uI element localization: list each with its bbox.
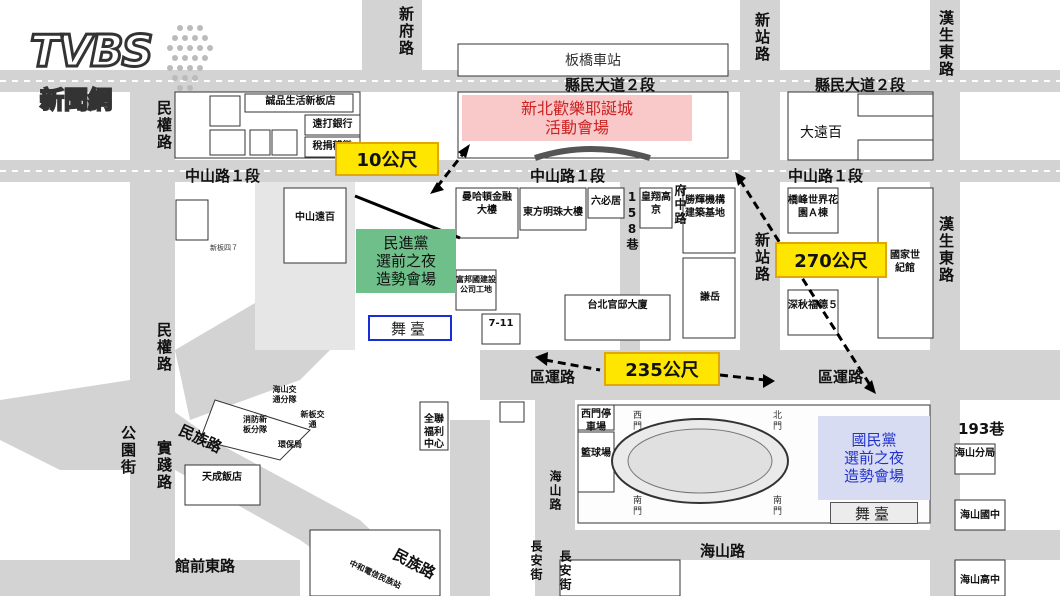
venue-christmas-city: 新北歡樂耶誕城 活動會場 [462, 95, 692, 141]
building-yuanbai: 大遠百 [800, 125, 842, 141]
gate-west: 西門 [631, 410, 641, 432]
building-tinghou: 環保局 [278, 440, 302, 449]
venue-kmt-rally: 國民黨 選前之夜 造勢會場 [818, 416, 930, 500]
road-shijian: 實踐路 [155, 440, 173, 491]
road-xiangan: 長安街 [529, 540, 543, 582]
road-xinzhan-top: 新站路 [753, 12, 771, 63]
building-chengpin: 誠品生活新板店 [265, 96, 336, 107]
building-xiyuan: 西門停車場 [581, 409, 611, 433]
gate-north: 北門 [771, 410, 781, 432]
road-guanqian: 館前東路 [175, 557, 236, 575]
building-liubi: 六必居 [591, 196, 621, 207]
road-xinfu: 新府路 [397, 6, 415, 57]
building-shenghui: 勝輝機構建築基地 [685, 195, 725, 219]
road-quyun-right: 區運路 [818, 368, 864, 386]
road-minquan-top: 民權路 [155, 100, 173, 151]
building-tiancheng: 天成飯店 [202, 472, 242, 483]
road-lines [0, 80, 1060, 172]
building-dongfang: 東方明珠大樓 [523, 207, 583, 218]
stadium-field [627, 428, 773, 494]
road-haishan: 海山路 [700, 542, 746, 560]
station-arc [534, 146, 651, 161]
road-haishan-vertical: 海山路 [548, 470, 562, 512]
road-hansheng-mid: 漢生東路 [937, 216, 955, 284]
building-haishan-hs: 海山高中 [960, 575, 1000, 586]
building-shenqiu: 深秋福德５ [788, 300, 838, 311]
distance-235m: 235公尺 [604, 352, 720, 386]
road-xinban: 新板四７ [210, 244, 238, 252]
venue-dpp-rally: 民進黨 選前之夜 造勢會場 [356, 229, 456, 293]
road-xianmin-right: 縣民大道２段 [815, 76, 906, 94]
building-haishan-team: 海山交通分隊 [272, 385, 297, 404]
road-yuanfu: 府中路 [673, 184, 687, 226]
distance-270m: 270公尺 [775, 242, 887, 278]
tvbs-logo: TVBS 新聞網 [28, 18, 220, 118]
gate-southgate: 南門 [771, 495, 781, 517]
road-zhongshan-right: 中山路１段 [788, 167, 864, 185]
building-dajianzhu: 富邦國建設公司工地 [456, 275, 496, 294]
logo-graphic [167, 25, 213, 91]
distance-arrows [435, 149, 872, 386]
road-xianmin-top: 縣民大道２段 [565, 76, 656, 94]
road-hansheng-top: 漢生東路 [937, 10, 955, 78]
building-fuli: 全聯福利中心 [424, 414, 444, 450]
building-xiaofang: 消防新板分隊 [243, 415, 267, 434]
road-xinzhan-mid: 新站路 [753, 232, 771, 283]
building-manhattan: 曼哈頓金融大樓 [462, 192, 512, 216]
building-huangyang: 皇翔高京 [641, 192, 671, 216]
road-quyun-left: 區運路 [530, 368, 576, 386]
building-zhongshan-yuanbai: 中山遠百 [295, 212, 335, 223]
building-haishan-branch: 海山分局 [955, 448, 995, 459]
road-changan: 長安街 [558, 550, 572, 592]
distance-10m: 10公尺 [335, 142, 439, 176]
building-qiaofeng: 橋峰世界花園Ａ棟 [788, 195, 838, 219]
stage-dpp: 舞臺 [368, 315, 452, 341]
road-gongyuan: 公園街 [119, 425, 137, 476]
building-guojia: 國家世紀館 [890, 250, 920, 274]
road-zhongshan-left: 中山路１段 [185, 167, 261, 185]
building-yuanda: 遠打銀行 [312, 119, 353, 130]
road-minquan-mid: 民權路 [155, 322, 173, 373]
building-shuijuan: 稅捐稽徵 [312, 141, 353, 152]
building-qianyue: 謙岳 [700, 292, 720, 303]
building-guanbu: 台北官邸大廈 [587, 300, 648, 311]
building-station: 板橋車站 [565, 53, 621, 69]
stage-kmt: 舞臺 [830, 502, 918, 524]
road-lane158: 158巷 [625, 190, 639, 252]
arrow-heads [430, 144, 876, 394]
building-seven: 7-11 [488, 318, 514, 329]
building-xinban-jiaotong: 新板交通 [300, 410, 325, 429]
building-lanqiu: 籃球場 [581, 448, 611, 459]
building-haishan-jh: 海山國中 [960, 510, 1000, 521]
logo-subtitle: 新聞網 [39, 85, 113, 115]
gate-south: 南門 [631, 495, 641, 517]
road-zhongshan-mid: 中山路１段 [530, 167, 606, 185]
logo-brand: TVBS [28, 25, 154, 79]
road-lane193: 193巷 [958, 420, 1005, 438]
